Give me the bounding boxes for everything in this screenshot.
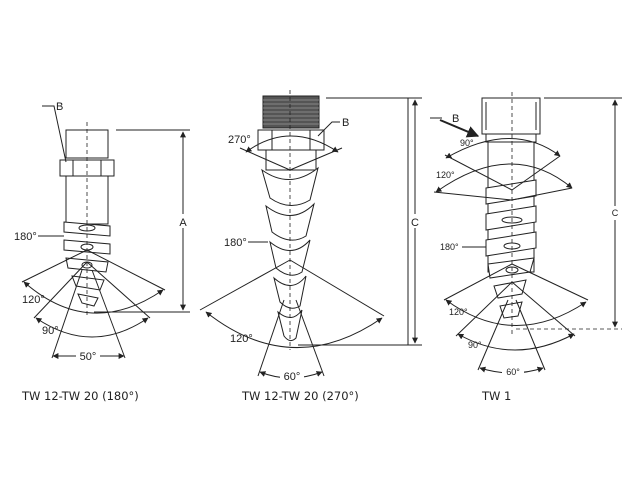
thread-section	[481, 97, 541, 135]
spray-angle-60-label: 60°	[506, 367, 520, 377]
b-label: B	[56, 101, 63, 113]
spray-angle-50-label: 50°	[80, 351, 97, 363]
figure-tw1: C B 90° 120° 180° 120° 90° 60° TW 1	[407, 92, 622, 403]
figure-caption: TW 12-TW 20 (180°)	[21, 389, 139, 403]
spray-angle-60-label: 60°	[284, 371, 301, 383]
spray-angle-120-label: 120°	[230, 333, 253, 345]
spiral-angle-label: 180°	[224, 237, 247, 249]
top-angle-270-label: 270°	[228, 134, 251, 146]
figure-caption: TW 12-TW 20 (270°)	[241, 389, 359, 403]
b-arrow	[439, 119, 480, 138]
spray-angle-120-label: 120°	[449, 307, 468, 317]
spray-angle-90-label: 90°	[42, 325, 59, 337]
dimension-a-label: A	[179, 217, 187, 229]
dimension-c-label: C	[612, 208, 619, 218]
spray-angle-90-label: 90°	[468, 340, 482, 350]
spiral	[485, 179, 537, 319]
figure-caption: TW 1	[481, 389, 511, 403]
spiral-angle-label: 180°	[14, 231, 37, 243]
b-leader	[42, 105, 67, 163]
dimension-c-label: C	[411, 217, 419, 229]
b-label: B	[452, 113, 459, 125]
b-label: B	[342, 117, 349, 129]
figure-tw12-tw20-270: C B 270° 180° 120° 60° TW 12-TW 20 (270°…	[199, 90, 422, 403]
spray-angle-120-label: 120°	[22, 294, 45, 306]
nozzle-body	[265, 149, 317, 171]
figure-tw12-tw20-180: A B 180° 120° 90° 50° TW 12-TW 20 (180°)	[14, 101, 190, 403]
top-angle-90-label: 90°	[460, 138, 474, 148]
spiral-angle-label: 180°	[440, 242, 459, 252]
top-angle-120-label: 120°	[436, 170, 455, 180]
